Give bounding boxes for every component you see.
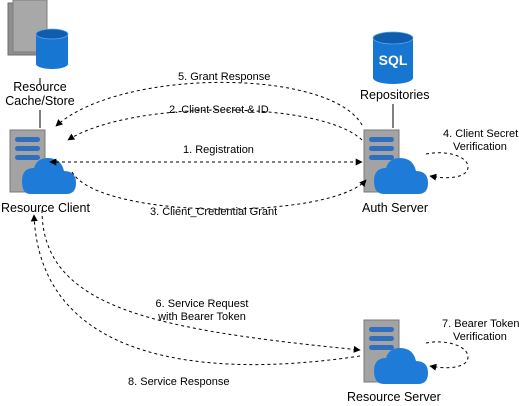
document-stack-icon [7,0,48,56]
client-cloud-icon [22,158,76,194]
edge-client-credential-grant [71,171,367,210]
edge-label-client-secret-id: 2. Client Secret & ID [169,104,269,116]
edge-label-client-secret-verification-2: Verification [453,141,507,153]
cache-label-line2: Cache/Store [5,94,75,108]
resource-server-label: Resource Server [347,390,441,404]
cache-label-line1: Resource [13,80,67,94]
client-server-icon [9,129,76,194]
edge-label-service-request-1: 6. Service Request [155,298,249,310]
edge-client-secret-id [67,109,363,141]
edge-label-bearer-token-verification-2: Verification [453,331,507,343]
edge-label-client-credential-grant: 3. Client_Credential Grant [150,206,278,218]
auth-server-icon [363,129,428,194]
edge-label-service-request-2: with Bearer Token [158,311,246,323]
edge-label-bearer-token-verification-1: 7. Bearer Token [442,318,519,330]
edge-label-service-response: 8. Service Response [128,376,230,388]
edge-label-registration: 1. Registration [183,144,254,156]
resource-client-label: Resource Client [1,201,90,215]
resource-server-icon [363,319,428,384]
database-cylinder-icon [35,28,69,69]
edge-service-response [30,214,361,366]
repositories-label: Repositories [360,88,430,102]
auth-cloud-icon [374,158,428,194]
sql-badge: SQL [379,52,408,68]
edge-label-client-secret-verification-1: 4. Client Secret [443,128,519,140]
edge-client-secret-verification [425,152,469,181]
edge-grant-response [55,81,363,127]
sql-database-icon: SQL [372,31,414,84]
edge-service-request [41,209,361,353]
edge-label-grant-response: 5. Grant Response [178,71,271,83]
edge-bearer-token-verification [425,341,469,371]
auth-server-label: Auth Server [362,201,429,215]
resource-cloud-icon [374,348,428,384]
